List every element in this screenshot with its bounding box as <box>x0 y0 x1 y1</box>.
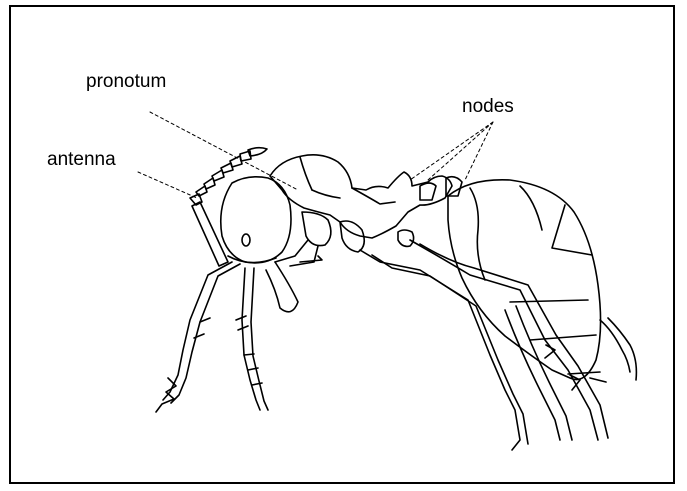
nodes-label: nodes <box>462 97 514 116</box>
hind-legs <box>410 240 636 440</box>
middle-legs <box>275 240 528 450</box>
antenna-leader <box>138 172 197 198</box>
nodes-leader-3 <box>465 122 493 180</box>
antenna-label: antenna <box>47 150 116 169</box>
pronotum-label: pronotum <box>86 72 166 91</box>
nodes-leader-1 <box>410 122 493 180</box>
antenna <box>190 148 267 266</box>
gaster <box>448 180 606 382</box>
nodes-leader-2 <box>428 122 493 180</box>
front-legs <box>156 262 268 412</box>
pronotum-leader <box>150 112 298 190</box>
head <box>221 177 298 312</box>
thorax <box>270 155 452 252</box>
